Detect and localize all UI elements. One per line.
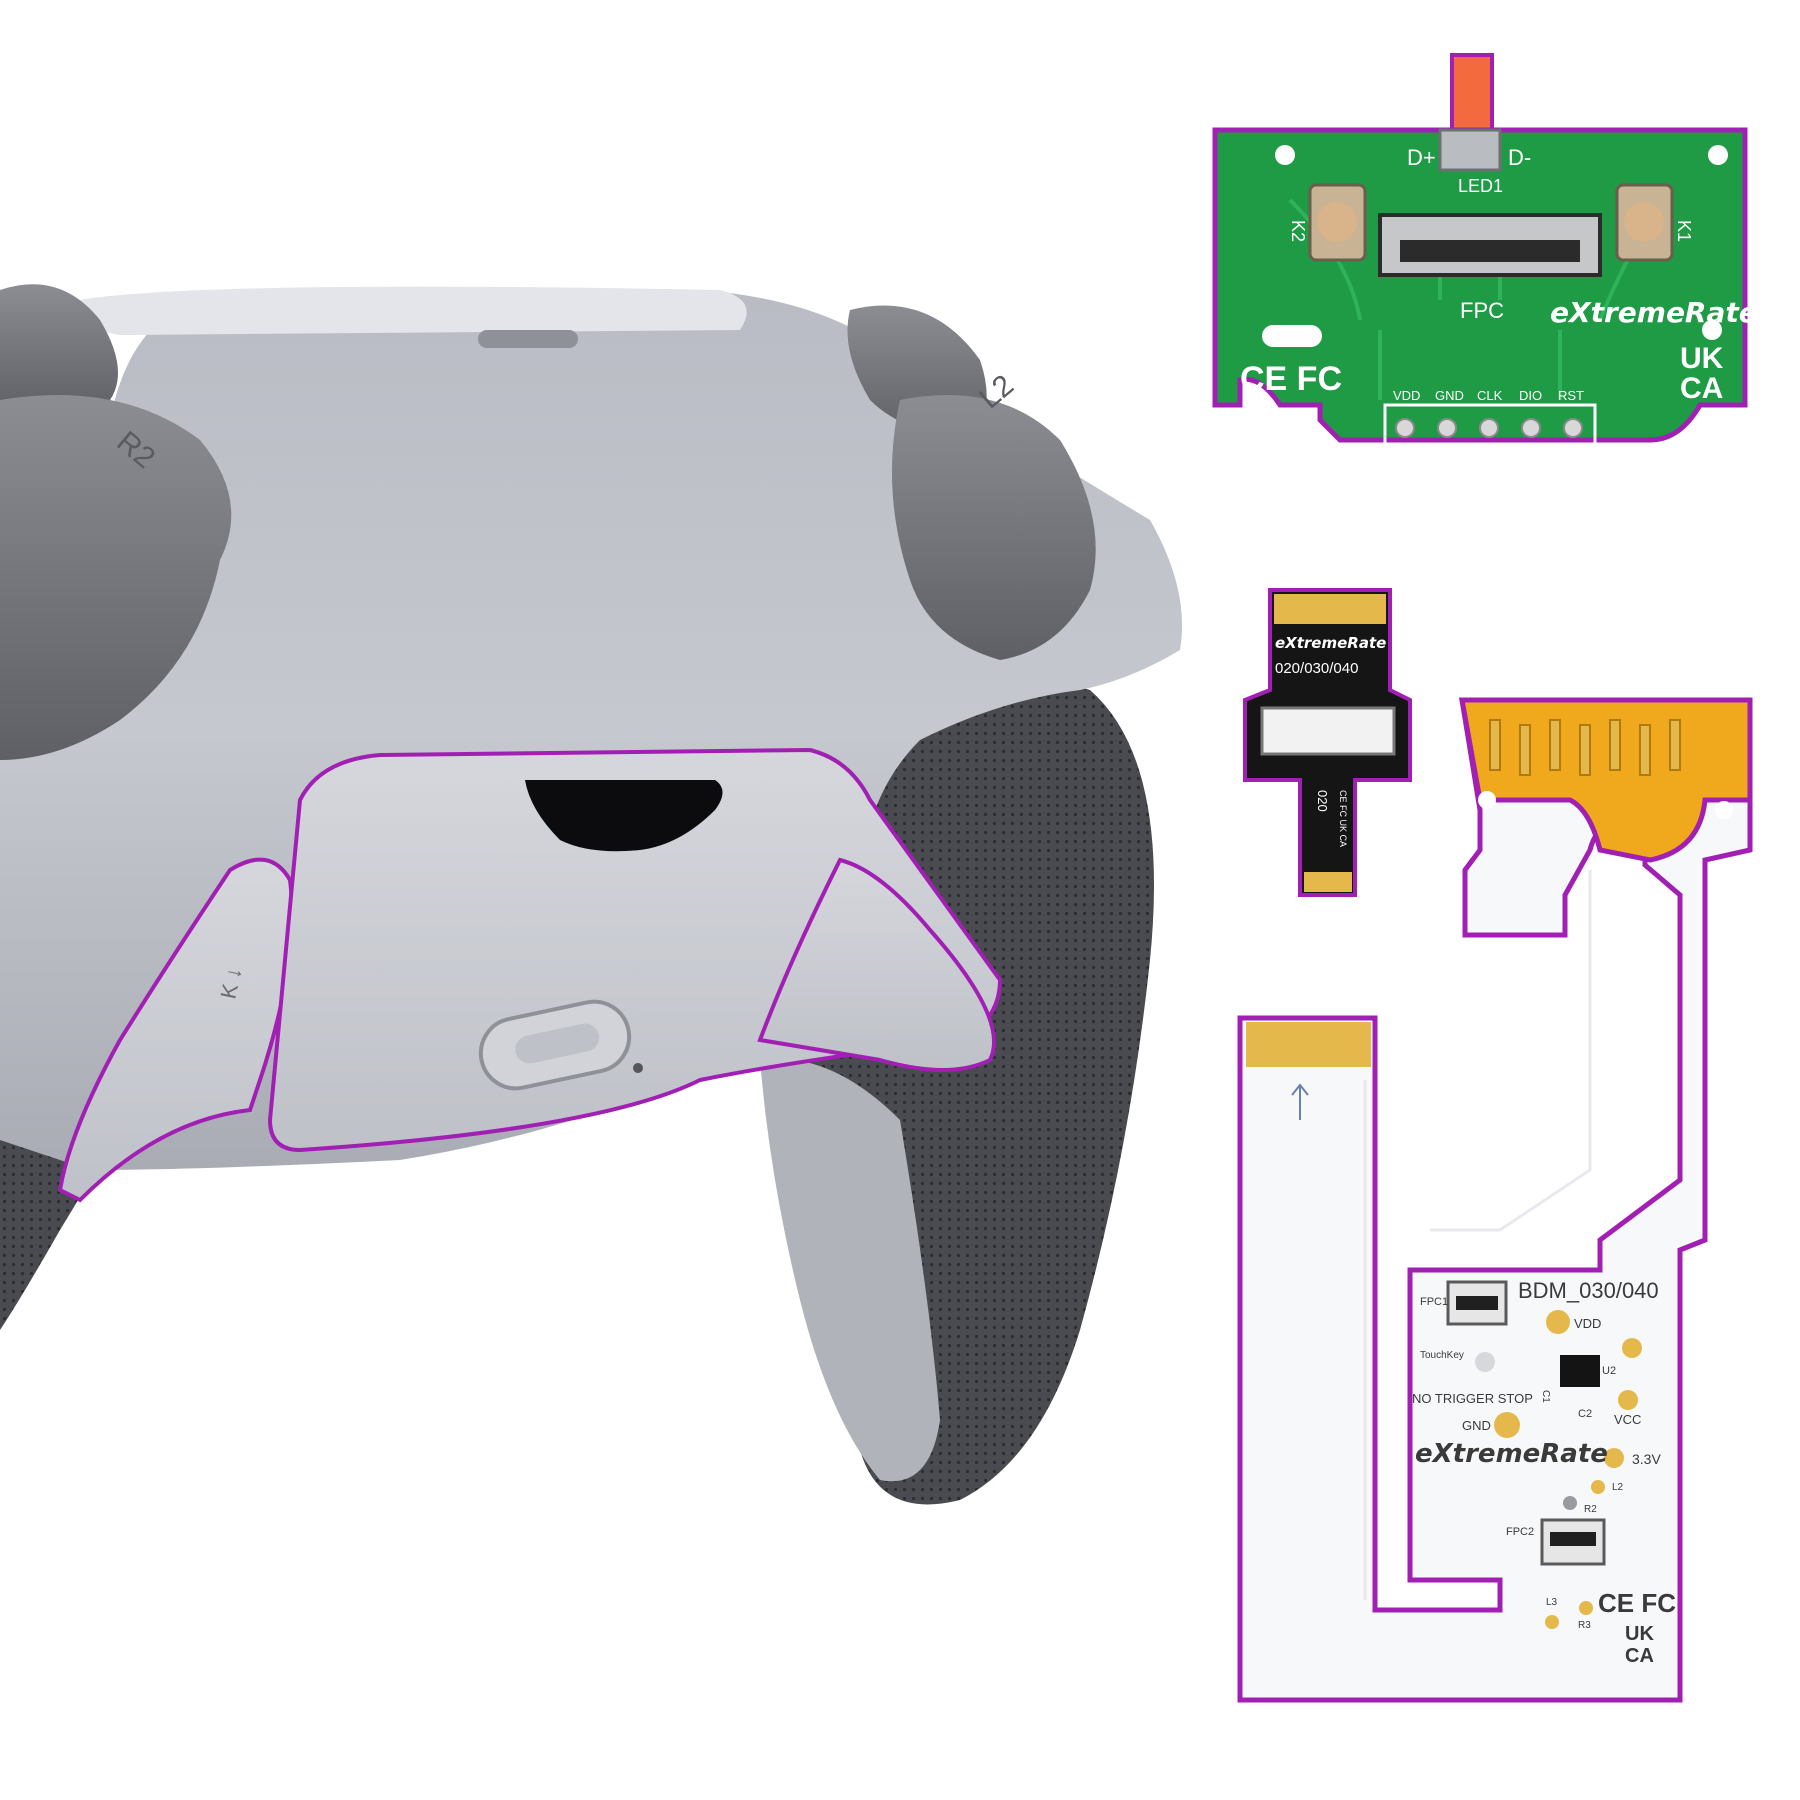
- label-uk: UK: [1680, 342, 1724, 375]
- left-top-button: [0, 284, 118, 414]
- k2-switch-cap: [1317, 202, 1357, 242]
- label-no-trigger-stop: NO TRIGGER STOP: [1412, 1391, 1533, 1406]
- l3-pad: [1545, 1615, 1559, 1629]
- left-back-paddle[interactable]: [57, 857, 294, 1203]
- pin-label: VDD: [1393, 388, 1420, 403]
- label-fpc: FPC: [1460, 298, 1504, 323]
- pin-label: RST: [1558, 388, 1584, 403]
- label-led: LED1: [1458, 176, 1503, 196]
- small-cable-connector: [1260, 706, 1396, 756]
- vdd-pad: [1546, 1310, 1570, 1334]
- label-l3: L3: [1546, 1597, 1558, 1608]
- small-cable-marks: CE FC UK CA: [1338, 790, 1348, 847]
- label-gnd: GND: [1462, 1418, 1491, 1433]
- red-connector-cable: [1450, 53, 1494, 142]
- small-cable-contacts-top: [1274, 594, 1386, 624]
- right-trigger-button: [892, 395, 1096, 660]
- cover-slot: [525, 780, 723, 852]
- pad: [1622, 1338, 1642, 1358]
- small-flex-cable: eXtremeRate 020/030/040 020 CE FC UK CA: [1243, 588, 1412, 897]
- touchkey-pad: [1475, 1352, 1495, 1372]
- green-board: D+ D- LED1 K2 K1 FPC eXtremeRate CE FC U…: [1212, 53, 1758, 447]
- label-c1: C1: [1540, 1390, 1551, 1403]
- label-fpc1: FPC1: [1420, 1296, 1448, 1308]
- cover-indicator: [633, 1063, 643, 1073]
- small-cable-contacts-bottom: [1304, 872, 1352, 892]
- pin: [1437, 418, 1457, 438]
- small-cable-code: 020: [1315, 790, 1330, 812]
- small-cable-model: 020/030/040: [1275, 660, 1358, 677]
- label-k1: K1: [1674, 220, 1694, 242]
- label-l2: L2: [1612, 1482, 1624, 1493]
- label-c2: C2: [1578, 1408, 1592, 1420]
- orange-hole: [1715, 801, 1733, 819]
- fpc-connector-slot: [1400, 240, 1580, 262]
- green-board-hole: [1708, 145, 1728, 165]
- r3-pad: [1579, 1601, 1593, 1615]
- label-d-minus: D-: [1508, 145, 1531, 170]
- u2-chip: [1560, 1355, 1600, 1387]
- label-ce-fc: CE FC: [1240, 360, 1342, 398]
- white-board-brand: eXtremeRate: [1415, 1439, 1608, 1469]
- small-cable-brand: eXtremeRate: [1275, 634, 1386, 652]
- label-k2: K2: [1288, 220, 1308, 242]
- white-flex-board: BDM_030/040 FPC1 VDD TouchKey U2 C1 NO T…: [1237, 697, 1753, 1703]
- orange-pad: [1579, 724, 1591, 776]
- green-board-hole: [1702, 320, 1722, 340]
- pin-label: DIO: [1519, 388, 1542, 403]
- light-bar-slot: [478, 330, 578, 348]
- fpc2-connector-slot: [1550, 1532, 1596, 1546]
- k1-switch-cap: [1624, 202, 1664, 242]
- fpc1-connector-slot: [1456, 1296, 1498, 1310]
- flex-arrow: [1291, 1083, 1309, 1120]
- label-vdd: VDD: [1574, 1316, 1601, 1331]
- orange-pad: [1519, 724, 1531, 776]
- label-r2: R2: [1584, 1504, 1597, 1515]
- green-board-brand: eXtremeRate: [1550, 296, 1758, 329]
- gnd-pad: [1494, 1412, 1520, 1438]
- orange-pad: [1549, 719, 1561, 771]
- label-r3: R3: [1578, 1620, 1591, 1631]
- pin-header: [1383, 403, 1597, 447]
- label-ca: CA: [1680, 372, 1723, 405]
- left-trigger-button: [0, 395, 232, 760]
- label-touchkey: TouchKey: [1420, 1350, 1464, 1361]
- orange-pad: [1489, 719, 1501, 771]
- pin-label: CLK: [1477, 388, 1503, 403]
- label-vcc: VCC: [1614, 1412, 1641, 1427]
- cover-button-inner: [515, 1023, 600, 1064]
- pin: [1521, 418, 1541, 438]
- white-label-ca: CA: [1625, 1645, 1654, 1667]
- right-grip-shell: [760, 1058, 940, 1482]
- white-label-uk: UK: [1625, 1623, 1654, 1645]
- orange-hole: [1478, 791, 1496, 809]
- orange-pad: [1639, 724, 1651, 776]
- r2-part: [1563, 1496, 1577, 1510]
- orange-pad: [1669, 719, 1681, 771]
- touchpad-top: [80, 286, 747, 335]
- usb-connector: [1438, 128, 1502, 172]
- white-board-model: BDM_030/040: [1518, 1278, 1659, 1303]
- green-board-slot: [1262, 325, 1322, 347]
- flex-gold-contacts: [1246, 1022, 1371, 1067]
- label-fpc2: FPC2: [1506, 1526, 1534, 1538]
- orange-pad: [1609, 719, 1621, 771]
- label-d-plus: D+: [1407, 145, 1436, 170]
- v33-pad: [1604, 1448, 1624, 1468]
- pin-label: GND: [1435, 388, 1464, 403]
- pin: [1479, 418, 1499, 438]
- controller: R2 L2 K ↓: [0, 284, 1182, 1505]
- green-board-hole: [1275, 145, 1295, 165]
- label-u2: U2: [1602, 1365, 1616, 1377]
- right-back-paddle[interactable]: [757, 857, 996, 1072]
- pad: [1618, 1390, 1638, 1410]
- pin: [1563, 418, 1583, 438]
- pin: [1395, 418, 1415, 438]
- label-3v3: 3.3V: [1632, 1451, 1661, 1467]
- white-label-ce-fc: CE FC: [1598, 1588, 1676, 1618]
- l2-pad: [1591, 1480, 1605, 1494]
